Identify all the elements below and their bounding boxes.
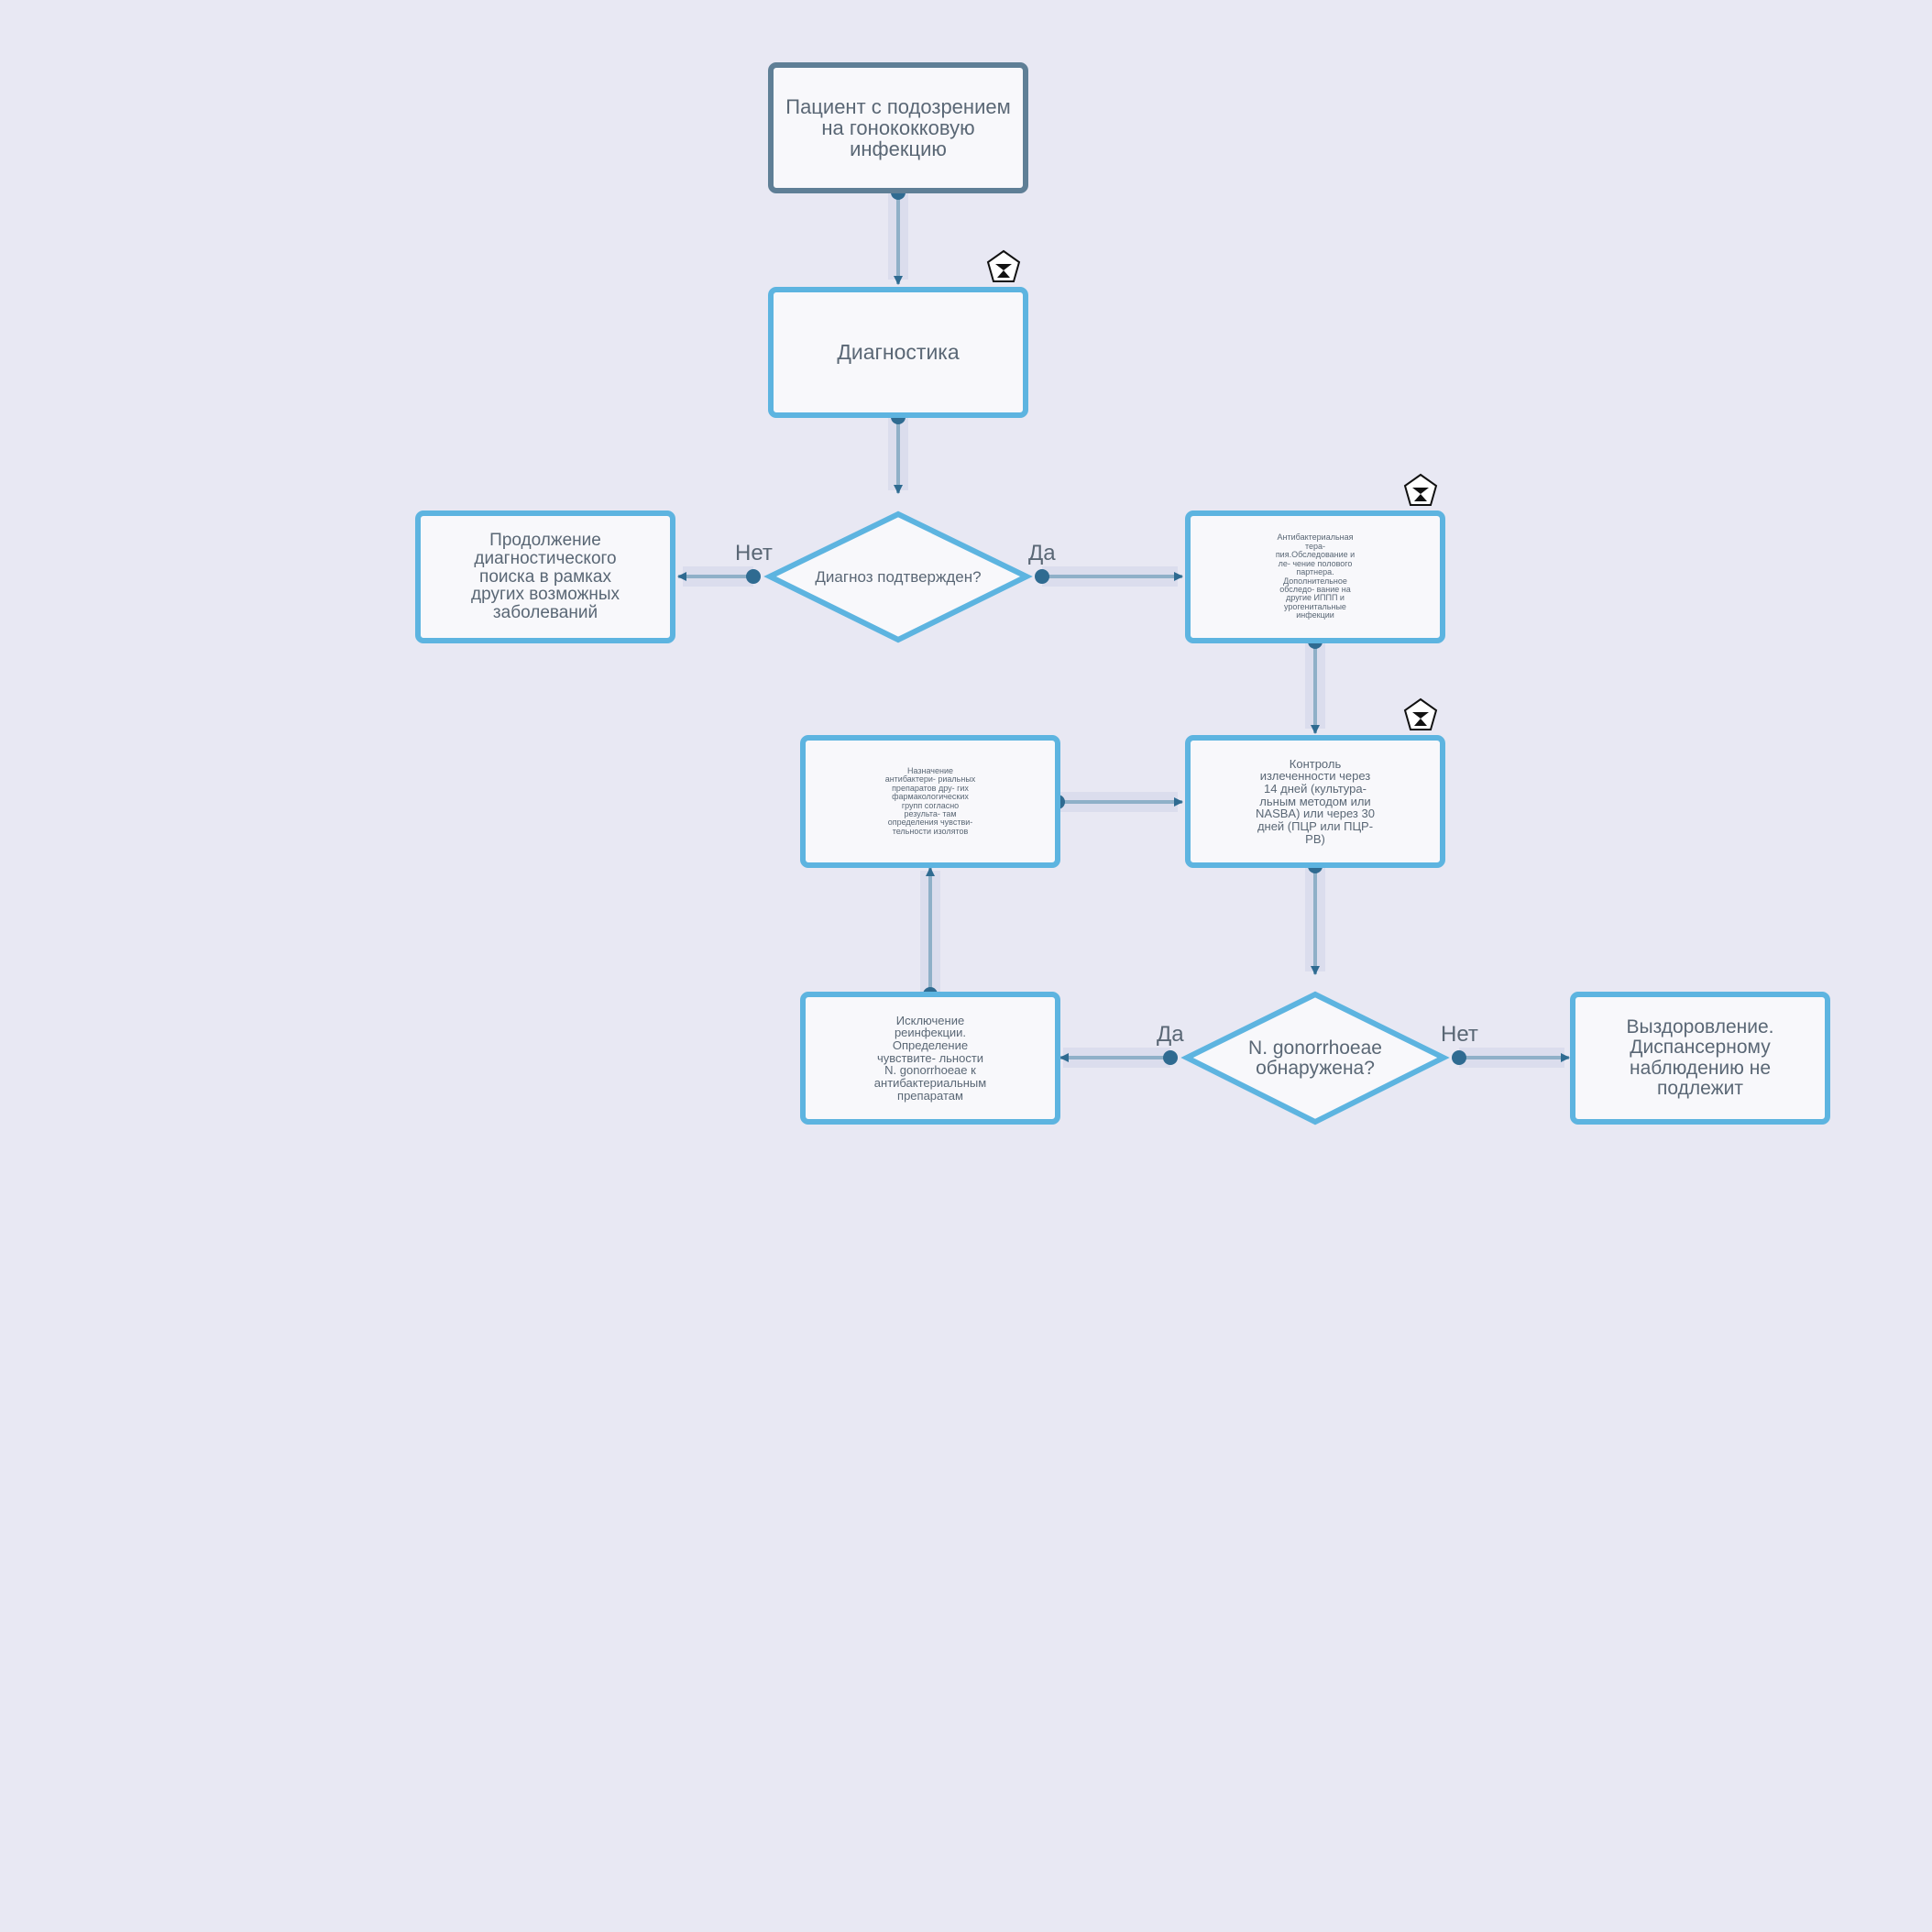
port-dot	[1452, 1050, 1466, 1065]
node-start[interactable]: Пациент с подозрением на гонококковую ин…	[768, 62, 1028, 193]
node-continue-search[interactable]: Продолжение диагностического поиска в ра…	[415, 510, 675, 643]
edge-label-d2-no: Нет	[1441, 1022, 1478, 1047]
node-recovery-label: Выздоровление. Диспансерному наблюдению …	[1626, 1016, 1774, 1099]
node-diagnostics[interactable]: Диагностика	[768, 287, 1028, 418]
decision1-diamond	[763, 510, 1033, 643]
node-therapy[interactable]: Антибактериальная тера- пия.Обследование…	[1185, 510, 1445, 643]
port-dot	[1163, 1050, 1178, 1065]
node-reassign-label: Назначение антибактери- риальных препара…	[884, 765, 976, 836]
doctor-badge-icon	[986, 249, 1021, 282]
decision2-diamond	[1180, 991, 1450, 1125]
node-exclusion[interactable]: Исключение реинфекции. Определение чувст…	[800, 992, 1060, 1125]
node-start-label: Пациент с подозрением на гонококковую ин…	[785, 94, 1011, 161]
node-control[interactable]: Контроль излеченности через 14 дней (кул…	[1185, 735, 1445, 868]
node-recovery[interactable]: Выздоровление. Диспансерному наблюдению …	[1570, 992, 1830, 1125]
node-continue-search-label: Продолжение диагностического поиска в ра…	[471, 530, 620, 623]
node-exclusion-label: Исключение реинфекции. Определение чувст…	[873, 1013, 987, 1103]
doctor-badge-icon	[1403, 473, 1438, 506]
node-diagnostics-label: Диагностика	[837, 340, 960, 365]
decision1-label: Диагноз подтвержден?	[815, 568, 982, 587]
edge-label-d1-no: Нет	[735, 541, 773, 565]
node-therapy-label: Антибактериальная тера- пия.Обследование…	[1275, 532, 1356, 620]
node-reassign[interactable]: Назначение антибактери- риальных препара…	[800, 735, 1060, 868]
port-dot	[1035, 569, 1049, 584]
edge-label-d1-yes: Да	[1028, 541, 1056, 565]
doctor-badge-icon	[1403, 697, 1438, 730]
decision1-label-box: Диагноз подтвержден?	[796, 554, 1001, 600]
port-dot	[746, 569, 761, 584]
node-control-label: Контроль излеченности через 14 дней (кул…	[1256, 756, 1375, 846]
decision2-label-box: N. gonorrhoeae обнаружена?	[1224, 1031, 1407, 1086]
edge-label-d2-yes: Да	[1157, 1022, 1184, 1047]
decision2-label: N. gonorrhoeae обнаружена?	[1248, 1037, 1382, 1079]
